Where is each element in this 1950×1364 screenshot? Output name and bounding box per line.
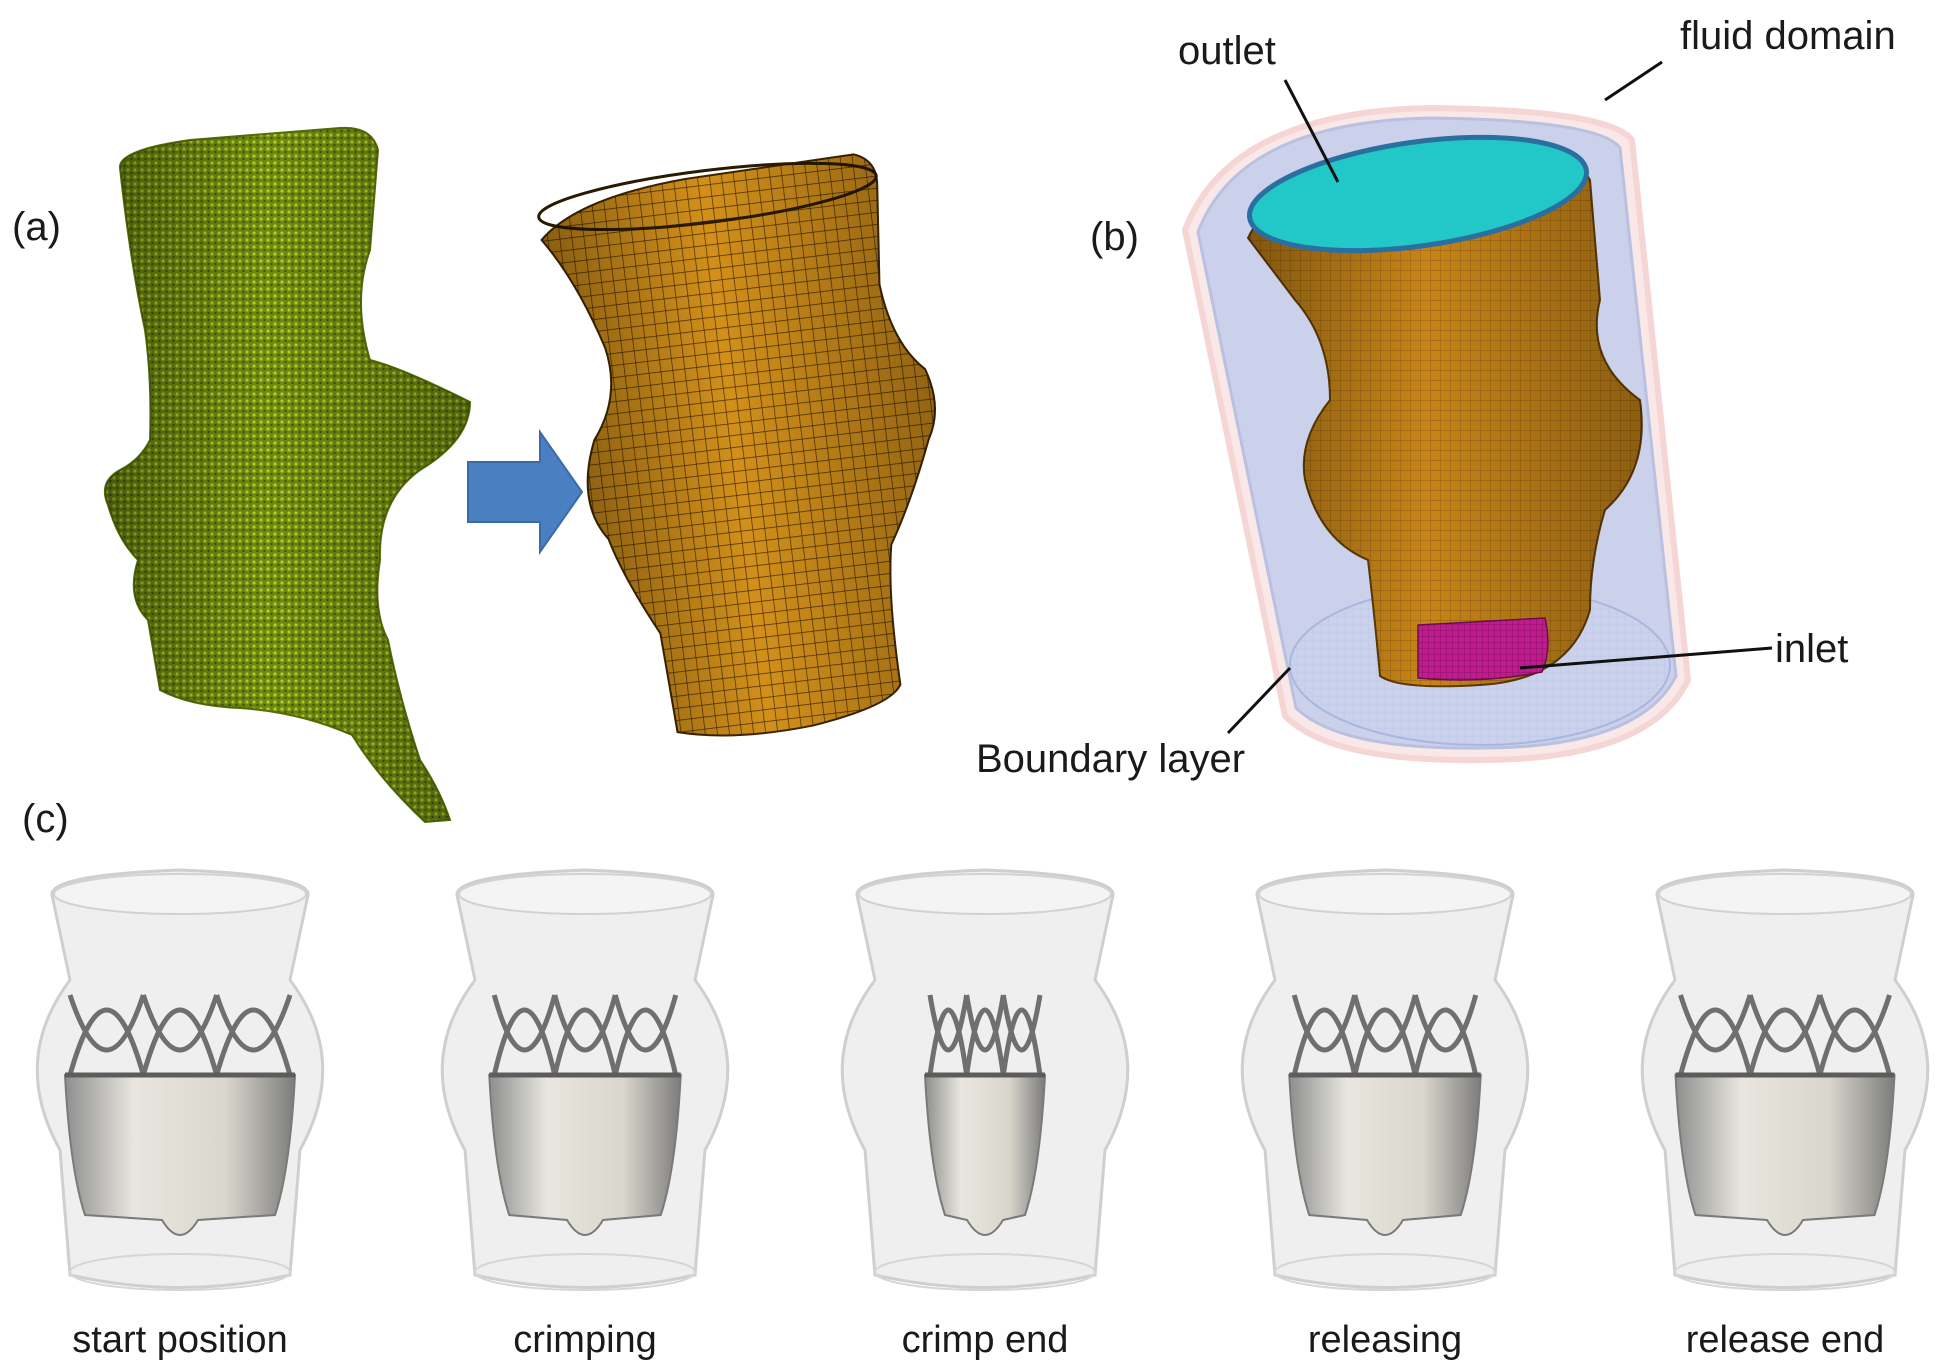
deployment-step: release end: [1642, 870, 1927, 1361]
deployment-step: crimp end: [842, 870, 1127, 1361]
panel-b: (b) outlet fluid domain inlet Boundary l…: [976, 14, 1896, 781]
boundary-layer-label: Boundary layer: [976, 737, 1245, 781]
structured-hex-mesh: [536, 146, 973, 753]
valve-leaflets: [1289, 1075, 1481, 1235]
inlet-face: [1418, 618, 1548, 680]
inlet-label: inlet: [1775, 627, 1848, 671]
deployment-step: start position: [37, 870, 322, 1361]
fluid-domain-leader: [1605, 62, 1662, 100]
outlet-label: outlet: [1178, 29, 1276, 73]
step-caption: crimp end: [902, 1319, 1069, 1361]
root-top-rim: [54, 874, 306, 914]
raw-segmentation-mesh: [105, 128, 470, 822]
deployment-step: releasing: [1242, 870, 1527, 1361]
valve-leaflets: [65, 1075, 295, 1235]
root-top-rim: [459, 874, 711, 914]
panel-c-letter: (c): [22, 797, 69, 841]
step-caption: start position: [72, 1319, 287, 1361]
panel-c: (c) start position crimping crimp end relea…: [22, 797, 1928, 1361]
deployment-steps: start position crimping crimp end releasing…: [37, 870, 1927, 1361]
root-top-rim: [1259, 874, 1511, 914]
step-caption: releasing: [1308, 1319, 1462, 1361]
fluid-domain-label: fluid domain: [1680, 14, 1896, 58]
transform-arrow-icon: [468, 432, 582, 552]
step-caption: crimping: [513, 1319, 657, 1361]
panel-a-letter: (a): [12, 205, 61, 249]
step-caption: release end: [1686, 1319, 1885, 1361]
panel-b-letter: (b): [1090, 215, 1139, 259]
valve-leaflets: [925, 1075, 1045, 1235]
root-top-rim: [859, 874, 1111, 914]
deployment-step: crimping: [442, 870, 727, 1361]
valve-leaflets: [1676, 1075, 1895, 1235]
panel-a: (a): [12, 128, 972, 822]
valve-leaflets: [489, 1075, 681, 1235]
root-top-rim: [1659, 874, 1911, 914]
